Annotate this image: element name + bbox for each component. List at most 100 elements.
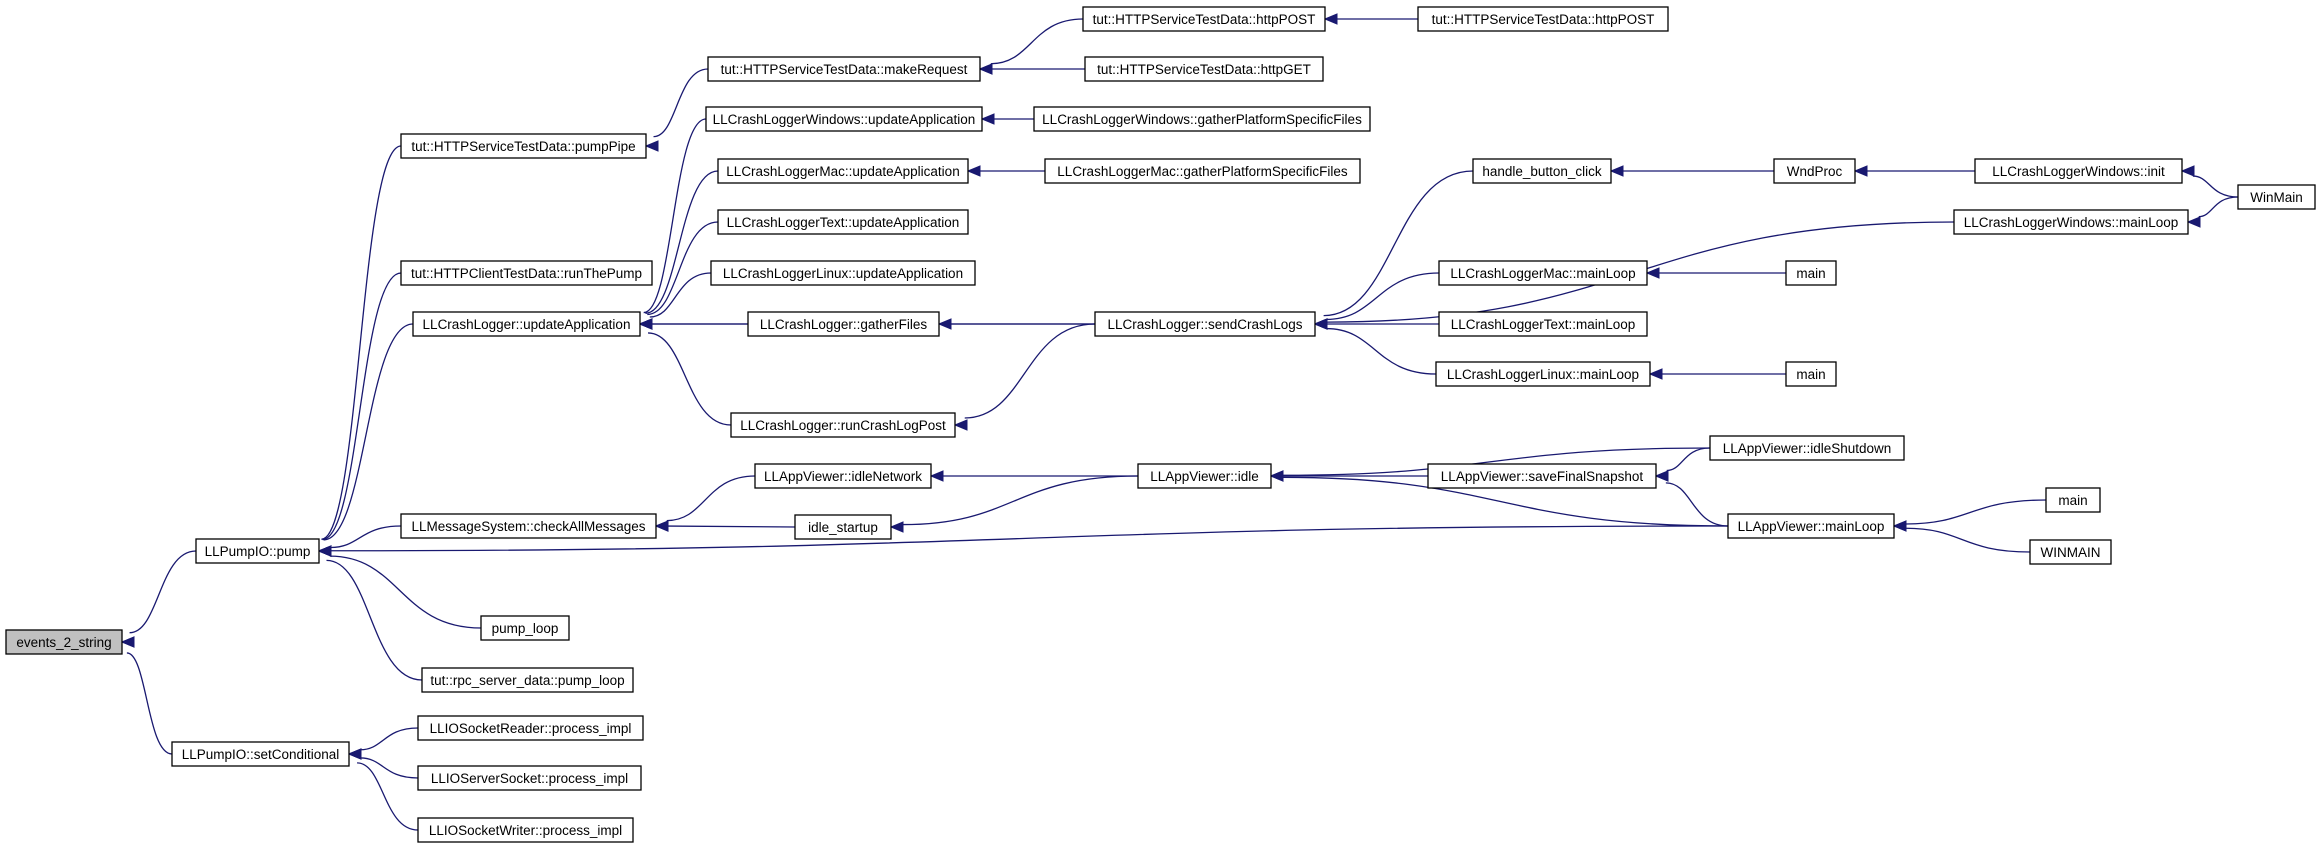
- graph-edge: [330, 525, 1729, 552]
- edge-arrowhead: [889, 521, 904, 533]
- edge-arrowhead: [978, 63, 993, 75]
- graph-node-events-2-string[interactable]: events_2_string: [5, 629, 123, 655]
- graph-node-llcrashloggerwindows-gatherplatformspecificfiles[interactable]: LLCrashLoggerWindows::gatherPlatformSpec…: [1033, 106, 1371, 132]
- graph-node-tut-httpservicetestdata-httppost[interactable]: tut::HTTPServiceTestData::httpPOST: [1417, 6, 1669, 32]
- node-box: [1044, 158, 1361, 184]
- graph-node-llcrashloggermac-gatherplatformspecificfiles[interactable]: LLCrashLoggerMac::gatherPlatformSpecific…: [1044, 158, 1361, 184]
- node-box: [171, 741, 350, 767]
- node-box: [717, 209, 969, 235]
- node-box: [1785, 260, 1837, 286]
- node-label: handle_button_click: [1482, 164, 1602, 179]
- node-box: [707, 56, 981, 82]
- node-label: tut::HTTPServiceTestData::makeRequest: [721, 62, 968, 77]
- graph-edge: [330, 525, 402, 549]
- node-label: main: [1796, 367, 1825, 382]
- node-box: [1084, 56, 1324, 82]
- node-label: LLCrashLogger::runCrashLogPost: [740, 418, 946, 433]
- graph-node-llcrashlogger-updateapplication[interactable]: LLCrashLogger::updateApplication: [412, 311, 641, 337]
- graph-node-tut-httpservicetestdata-makerequest[interactable]: tut::HTTPServiceTestData::makeRequest: [707, 56, 981, 82]
- node-box: [1417, 6, 1669, 32]
- edge-arrowhead: [980, 113, 995, 125]
- graph-edge: [129, 550, 197, 634]
- node-box: [421, 667, 634, 693]
- edge-arrowhead: [1654, 470, 1669, 482]
- graph-node-llpumpio-pump[interactable]: LLPumpIO::pump: [195, 538, 320, 564]
- graph-node-llappviewer-idlenetwork[interactable]: LLAppViewer::idleNetwork: [754, 463, 932, 489]
- edge-arrowhead: [1892, 520, 1907, 532]
- graph-edge: [653, 68, 709, 138]
- node-label: LLCrashLogger::updateApplication: [423, 317, 631, 332]
- edge-arrowhead: [638, 318, 653, 330]
- graph-node-winmain[interactable]: WINMAIN: [2029, 539, 2112, 565]
- node-box: [705, 106, 983, 132]
- graph-node-tut-httpservicetestdata-httppost[interactable]: tut::HTTPServiceTestData::httpPOST: [1082, 6, 1326, 32]
- node-label: WINMAIN: [2041, 545, 2101, 560]
- graph-node-idle-startup[interactable]: idle_startup: [794, 514, 892, 540]
- graph-node-tut-httpservicetestdata-httpget[interactable]: tut::HTTPServiceTestData::httpGET: [1084, 56, 1324, 82]
- graph-node-llappviewer-idleshutdown[interactable]: LLAppViewer::idleShutdown: [1709, 435, 1905, 461]
- graph-edge: [360, 757, 419, 779]
- edge-arrowhead: [1645, 267, 1660, 279]
- graph-node-llcrashloggermac-updateapplication[interactable]: LLCrashLoggerMac::updateApplication: [717, 158, 969, 184]
- node-box: [400, 260, 653, 286]
- graph-edge: [1905, 527, 2031, 553]
- node-label: LLAppViewer::mainLoop: [1738, 519, 1885, 534]
- graph-node-main[interactable]: main: [2045, 487, 2101, 513]
- graph-node-tut-rpc-server-data-pump-loop[interactable]: tut::rpc_server_data::pump_loop: [421, 667, 634, 693]
- node-box: [417, 765, 642, 791]
- graph-node-llcrashlogger-runcrashlogpost[interactable]: LLCrashLogger::runCrashLogPost: [730, 412, 956, 438]
- node-label: events_2_string: [16, 635, 111, 650]
- graph-node-handle-button-click[interactable]: handle_button_click: [1472, 158, 1612, 184]
- graph-node-llcrashloggertext-updateapplication[interactable]: LLCrashLoggerText::updateApplication: [717, 209, 969, 235]
- graph-node-lliosocketwriter-process-impl[interactable]: LLIOSocketWriter::process_impl: [417, 817, 634, 843]
- graph-edge: [1666, 447, 1711, 472]
- graph-node-llcrashloggerwindows-updateapplication[interactable]: LLCrashLoggerWindows::updateApplication: [705, 106, 983, 132]
- graph-node-wndproc[interactable]: WndProc: [1773, 158, 1856, 184]
- graph-node-llmessagesystem-checkallmessages[interactable]: LLMessageSystem::checkAllMessages: [400, 513, 657, 539]
- graph-node-tut-httpclienttestdata-runthepump[interactable]: tut::HTTPClientTestData::runThePump: [400, 260, 653, 286]
- graph-node-llcrashloggermac-mainloop[interactable]: LLCrashLoggerMac::mainLoop: [1438, 260, 1648, 286]
- node-label: WndProc: [1787, 164, 1843, 179]
- edge-arrowhead: [1313, 318, 1328, 330]
- graph-edge: [2192, 175, 2239, 198]
- graph-node-llappviewer-savefinalsnapshot[interactable]: LLAppViewer::saveFinalSnapshot: [1427, 463, 1657, 489]
- graph-node-llappviewer-mainloop[interactable]: LLAppViewer::mainLoop: [1727, 513, 1895, 539]
- node-box: [754, 463, 932, 489]
- edge-arrowhead: [2186, 216, 2201, 228]
- edge-arrowhead: [1609, 165, 1624, 177]
- graph-node-llappviewer-idle[interactable]: LLAppViewer::idle: [1137, 463, 1272, 489]
- graph-node-llcrashlogger-sendcrashlogs[interactable]: LLCrashLogger::sendCrashLogs: [1094, 311, 1316, 337]
- node-box: [730, 412, 956, 438]
- graph-node-llcrashloggerwindows-init[interactable]: LLCrashLoggerWindows::init: [1974, 158, 2183, 184]
- graph-node-llpumpio-setconditional[interactable]: LLPumpIO::setConditional: [171, 741, 350, 767]
- node-box: [1773, 158, 1856, 184]
- graph-node-main[interactable]: main: [1785, 361, 1837, 387]
- edge-arrowhead: [120, 636, 135, 648]
- node-box: [1974, 158, 2183, 184]
- node-label: LLPumpIO::pump: [205, 544, 311, 559]
- node-box: [480, 615, 570, 641]
- graph-node-llcrashloggerlinux-updateapplication[interactable]: LLCrashLoggerLinux::updateApplication: [710, 260, 976, 286]
- graph-edge: [902, 475, 1139, 526]
- graph-node-llcrashloggerwindows-mainloop[interactable]: LLCrashLoggerWindows::mainLoop: [1953, 209, 2189, 235]
- node-label: tut::rpc_server_data::pump_loop: [430, 673, 624, 688]
- node-box: [1953, 209, 2189, 235]
- node-box: [2029, 539, 2112, 565]
- node-label: LLAppViewer::idleNetwork: [764, 469, 922, 484]
- graph-node-llcrashlogger-gatherfiles[interactable]: LLCrashLogger::gatherFiles: [747, 311, 940, 337]
- node-box: [1094, 311, 1316, 337]
- graph-node-lliosocketreader-process-impl[interactable]: LLIOSocketReader::process_impl: [417, 715, 644, 741]
- graph-node-main[interactable]: main: [1785, 260, 1837, 286]
- graph-node-pump-loop[interactable]: pump_loop: [480, 615, 570, 641]
- graph-node-tut-httpservicetestdata-pumppipe[interactable]: tut::HTTPServiceTestData::pumpPipe: [400, 133, 647, 159]
- node-box: [1785, 361, 1837, 387]
- node-label: WinMain: [2250, 190, 2303, 205]
- node-label: main: [2058, 493, 2087, 508]
- graph-edges: [120, 13, 2239, 831]
- graph-node-llcrashloggerlinux-mainloop[interactable]: LLCrashLoggerLinux::mainLoop: [1435, 361, 1651, 387]
- graph-node-winmain[interactable]: WinMain: [2237, 184, 2316, 210]
- edge-arrowhead: [1269, 470, 1284, 482]
- graph-node-llioserversocket-process-impl[interactable]: LLIOServerSocket::process_impl: [417, 765, 642, 791]
- graph-node-llcrashloggertext-mainloop[interactable]: LLCrashLoggerText::mainLoop: [1438, 311, 1648, 337]
